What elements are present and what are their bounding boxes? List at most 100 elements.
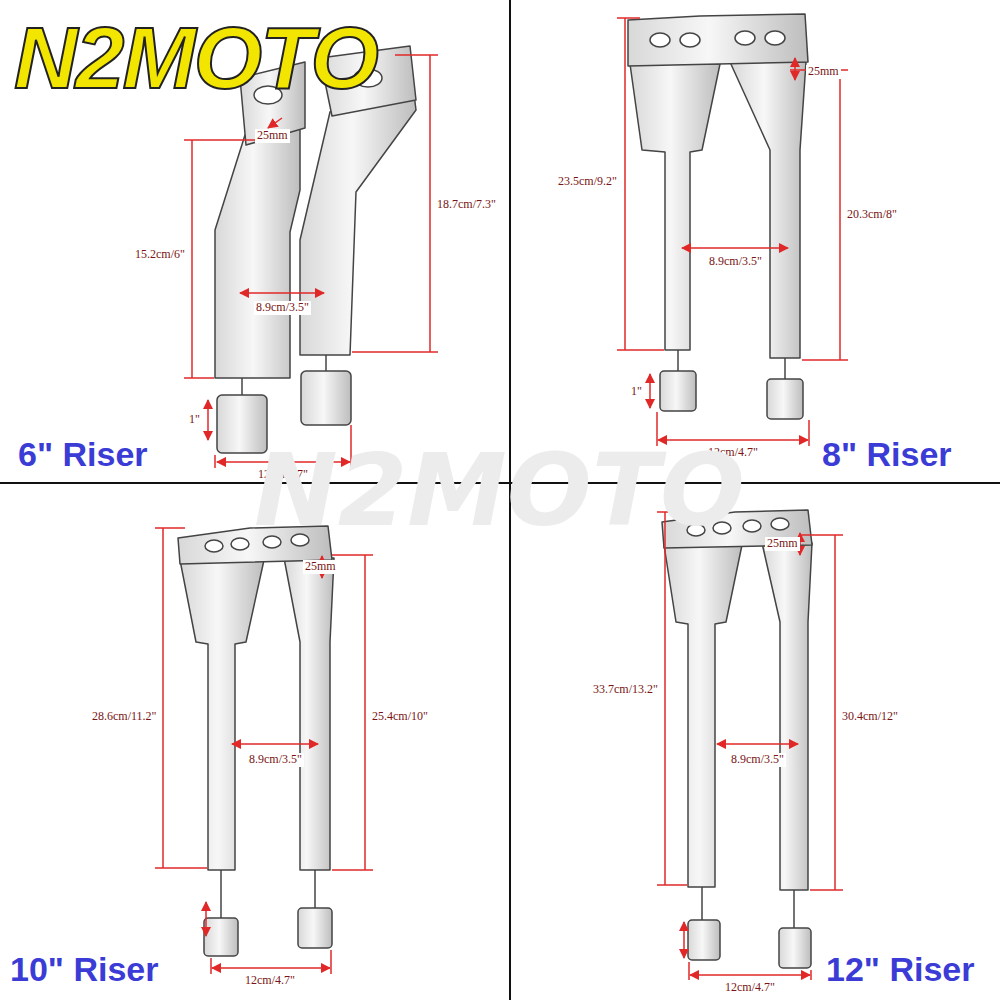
dimension-line [184,377,214,379]
riser-title: 8" Riser [822,435,952,474]
dimension-line [664,512,666,885]
dimension-line [207,400,209,440]
riser-8 [630,64,720,350]
dimension-line [717,743,798,745]
riser-8 [650,33,670,47]
dimension-line [808,420,810,446]
riser-8 [660,371,696,411]
dimension-line [364,555,366,870]
dimension-line [649,374,651,408]
dimension-line [330,950,332,974]
dimension-line [839,70,841,360]
dimension-line [214,455,216,468]
riser-8 [628,14,808,66]
riser-8 [767,379,803,419]
riser-12 [779,928,811,968]
riser-12 [743,520,761,532]
riser-8 [765,31,785,45]
riser-8 [730,62,806,358]
dimension-line [352,351,438,353]
width-dimension: 12cm/4.7" [243,974,297,988]
riser-6 [325,355,327,372]
width-dimension: 12cm/4.7" [723,981,777,995]
riser-10 [220,870,222,920]
diameter-label: 25mm [806,65,841,79]
riser-6 [215,46,416,453]
height-dimension: 18.7cm/7.3" [435,198,498,212]
riser-6 [301,371,351,425]
riser-12 [793,890,795,930]
height-dimension: 23.5cm/9.2" [556,175,619,189]
riser-6 [215,122,300,378]
dimension-line [210,958,212,974]
dimension-line [162,528,164,868]
riser-12 [701,887,703,922]
dimension-line [802,359,848,361]
spacing-dimension: 8.9cm/3.5" [707,255,764,269]
watermark: N2MOTO [254,433,745,548]
dimension-line [232,743,318,745]
diameter-label: 25mm [303,560,338,574]
riser-12 [688,920,720,960]
riser-title: 10" Riser [10,950,158,989]
dimension-line [184,55,438,468]
riser-title: 6" Riser [18,435,148,474]
height-dimension: 20.3cm/8" [845,208,899,222]
riser-12 [771,518,789,530]
dimension-line [395,54,438,56]
riser-8 [680,33,700,47]
riser-12 [664,545,742,887]
riser-10 [180,560,264,870]
dimension-line [657,512,843,980]
dimension-line [155,867,207,869]
dimension-line [155,528,373,974]
riser-12 [662,510,812,968]
riser-10 [314,870,316,910]
height-dimension: 33.7cm/13.2" [591,683,660,697]
riser-8 [784,358,786,380]
diameter-label: 25mm [255,129,290,143]
dimension-line [205,902,207,936]
dimension-line [794,58,796,80]
dimension-line [155,527,185,529]
riser-8 [735,31,755,45]
dimension-line [429,55,431,352]
riser-10 [178,526,334,956]
dimension-line [810,889,843,891]
thread-dimension: 1" [187,413,202,427]
riser-6 [241,378,243,396]
dimension-line [682,247,788,249]
height-dimension: 15.2cm/6" [133,248,187,262]
riser-title: 12" Riser [826,950,974,989]
riser-8 [628,14,808,419]
dimension-line [624,18,626,350]
dimension-line [810,970,812,980]
riser-10 [205,540,223,552]
dimension-line [268,118,282,128]
riser-8 [677,350,679,372]
dimension-line [240,292,324,294]
riser-10 [204,918,238,956]
dimension-line [683,922,685,958]
riser-12 [762,543,812,890]
height-dimension: 25.4cm/10" [370,710,430,724]
height-dimension: 30.4cm/12" [840,710,900,724]
dimension-line [657,884,687,886]
height-dimension: 28.6cm/11.2" [90,710,158,724]
dimension-line [690,974,810,976]
dimension-line [617,18,848,446]
riser-10 [231,538,249,550]
dimension-line [834,535,836,890]
spacing-dimension: 8.9cm/3.5" [729,753,786,767]
spacing-dimension: 8.9cm/3.5" [254,301,311,315]
dimension-line [800,534,843,536]
dimension-line [332,869,373,871]
brand-logo: N2MOTO [14,7,377,108]
riser-10 [284,558,334,870]
spacing-dimension: 8.9cm/3.5" [247,753,304,767]
dimension-line [212,967,330,969]
dimension-line [332,554,373,556]
dimension-line [191,140,193,378]
dimension-line [617,349,664,351]
